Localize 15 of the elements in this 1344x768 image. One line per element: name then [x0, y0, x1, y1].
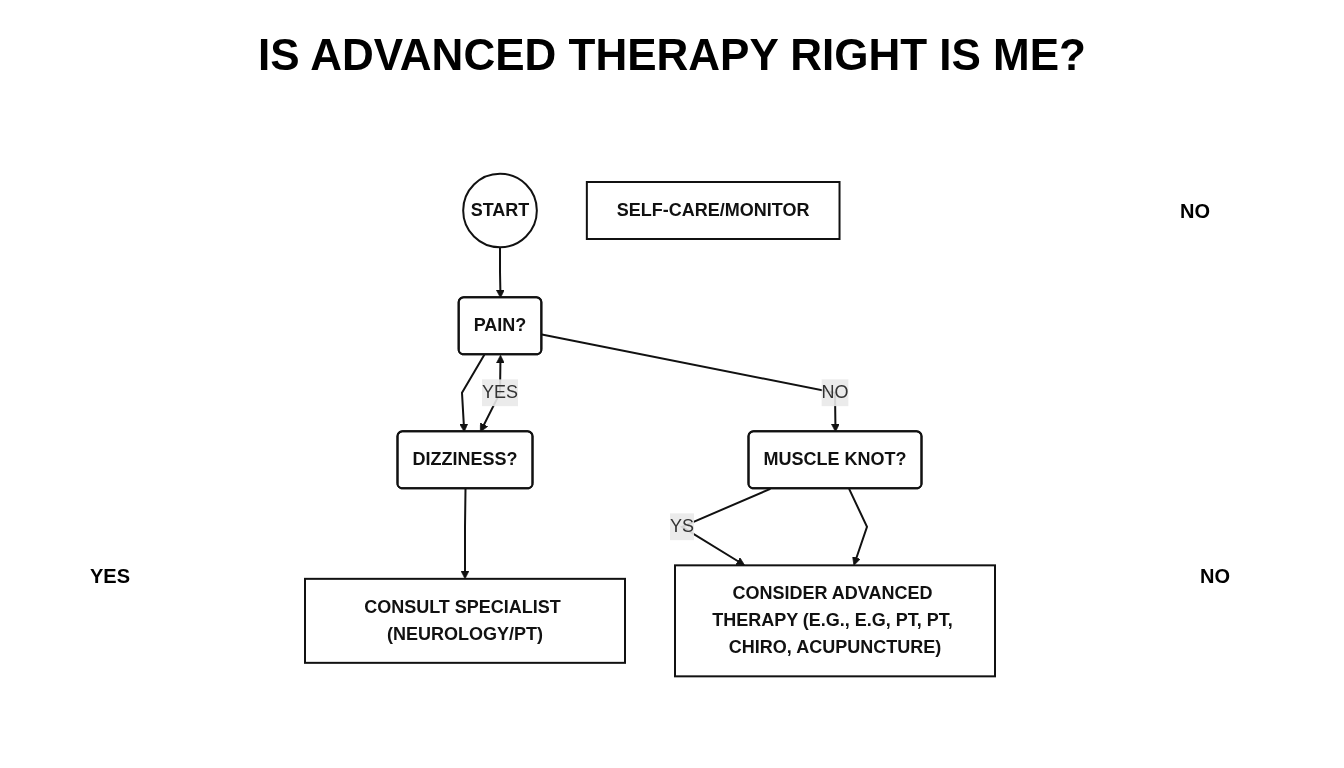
arrow — [495, 246, 505, 299]
edge-label: YES — [482, 382, 519, 403]
node-box: CONSIDER ADVANCED THERAPY (E.G., E.G, PT, PT, CHIRO, ACUPUNCTURE) — [674, 564, 996, 678]
node-box: SELF-CARE/MONITOR — [585, 181, 841, 240]
node-circle: START — [462, 172, 538, 249]
node-box: CONSULT SPECIALIST (NEUROLOGY/PT) — [304, 577, 626, 664]
arrow — [848, 487, 869, 566]
note-text: NO — [1180, 200, 1210, 223]
arrow — [459, 353, 486, 433]
note-text: NO — [1200, 565, 1230, 588]
arrow — [460, 487, 470, 580]
edge-label: NO — [821, 382, 849, 403]
edge-label: YS — [670, 516, 695, 537]
note-text: YES — [90, 565, 131, 588]
title: IS ADVANCED THERAPY RIGHT IS ME? — [257, 30, 1087, 80]
